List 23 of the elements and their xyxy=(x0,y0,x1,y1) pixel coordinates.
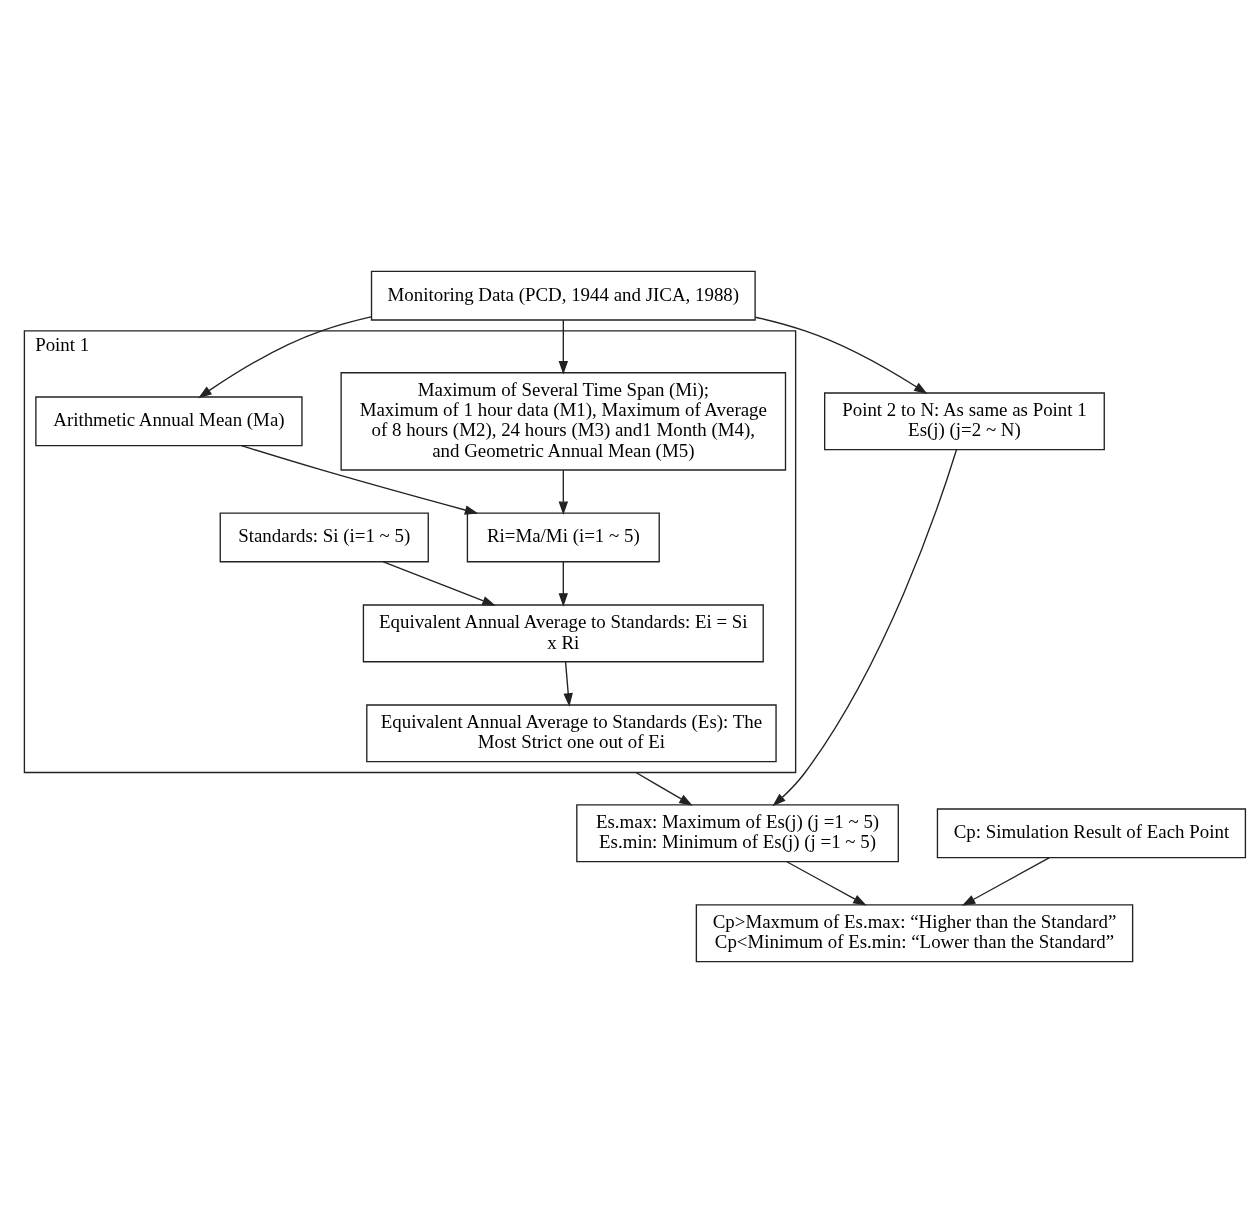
node-box: Cp: Simulation Result of Each Point xyxy=(936,807,1247,858)
node-box: Ri=Ma/Mi (i=1 ~ 5) xyxy=(466,512,660,562)
arrow xyxy=(382,560,496,606)
arrow xyxy=(635,771,693,806)
node-box: Equivalent Annual Average to Standards (Es): The Most Strict one out of Ei xyxy=(366,703,777,762)
node-box: Arithmetic Annual Mean (Ma) xyxy=(35,395,303,446)
arrow xyxy=(198,315,372,398)
arrow xyxy=(563,660,573,707)
node-box: Standards: Si (i=1 ~ 5) xyxy=(219,512,429,562)
arrow xyxy=(240,444,479,515)
node-box: Point 2 to N: As same as Point 1 Es(j) (j=2 ~ N) xyxy=(824,391,1105,450)
arrow xyxy=(961,856,1051,906)
node-box: Equivalent Annual Average to Standards: Ei = Si x Ri xyxy=(362,603,764,662)
arrow xyxy=(754,316,928,394)
arrow xyxy=(786,860,867,906)
node-box: Cp>Maxmum of Es.max: “Higher than the Standard” Cp<Minimum of Es.min: “Lower than the Standard” xyxy=(695,903,1134,962)
node-box: Es.max: Maximum of Es(j) (j =1 ~ 5) Es.min: Minimum of Es(j) (j =1 ~ 5) xyxy=(576,803,899,862)
arrow xyxy=(772,448,958,806)
arrow xyxy=(558,319,569,375)
node-box: Monitoring Data (PCD, 1944 and JICA, 1988) xyxy=(370,270,756,321)
node-box: Maximum of Several Time Span (Mi); Maximum of 1 hour data (M1), Maximum of Average of 8 hours (M2), 24 hours (M3) and1 Month (M4), and Geometric Annual Mean (M5) xyxy=(340,371,787,471)
arrow xyxy=(558,560,569,607)
arrow xyxy=(558,468,569,515)
